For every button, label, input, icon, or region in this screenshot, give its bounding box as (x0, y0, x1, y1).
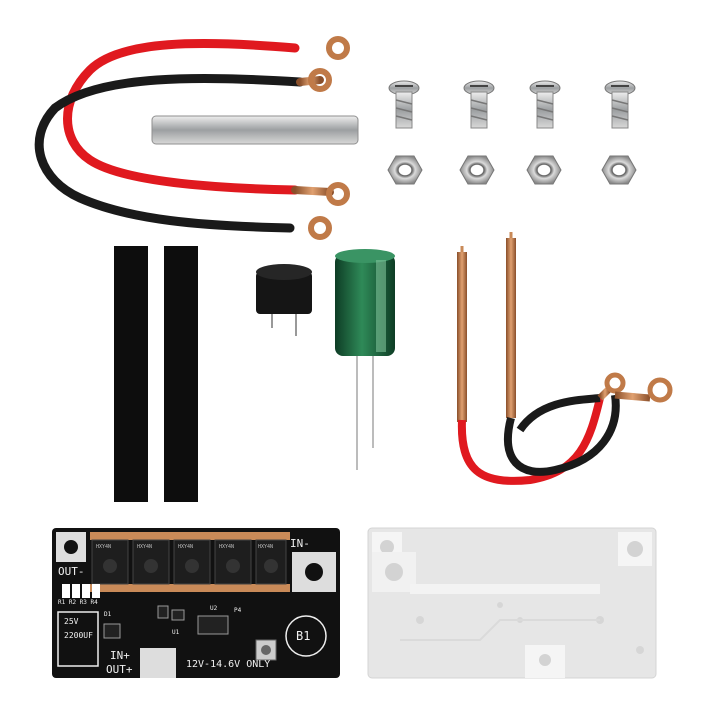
pcb-front (52, 528, 340, 678)
label-p4: P4 (234, 607, 242, 614)
mosfet-marking-1: HXY4N (96, 544, 112, 550)
mosfet-marking-5: HXY4N (258, 544, 274, 550)
black-cable (34, 74, 305, 233)
ring-terminals (308, 36, 350, 240)
label-u1: U1 (172, 629, 180, 636)
label-b1: B1 (296, 629, 311, 643)
label-d1: D1 (104, 611, 112, 618)
label-out-plus: OUT+ (106, 663, 133, 676)
label-cap-value: 2200UF (64, 631, 93, 640)
label-in-plus: IN+ (110, 649, 130, 662)
welding-cables (34, 38, 334, 233)
screws (388, 80, 636, 129)
welding-pens (457, 232, 673, 485)
mosfet-marking-4: HXY4N (219, 544, 235, 550)
label-resistors: R1 R2 R3 R4 (58, 599, 98, 606)
nuts (387, 155, 637, 185)
label-in-minus: IN- (290, 537, 310, 550)
label-voltage-note: 12V-14.6V ONLY (186, 659, 271, 670)
red-cable-outer (63, 38, 300, 195)
label-out-minus: OUT- (58, 565, 85, 578)
electrolytic-capacitor (335, 249, 395, 470)
mosfet-marking-2: HXY4N (137, 544, 153, 550)
nickel-strip (151, 115, 359, 145)
label-cap-voltage: 25V (64, 617, 79, 626)
buzzer (256, 264, 312, 336)
insulation-tape-right (164, 246, 198, 502)
insulation-tape-left (114, 246, 148, 502)
mosfet-marking-3: HXY4N (178, 544, 194, 550)
label-u2: U2 (210, 605, 218, 612)
pcb-back (367, 527, 657, 679)
